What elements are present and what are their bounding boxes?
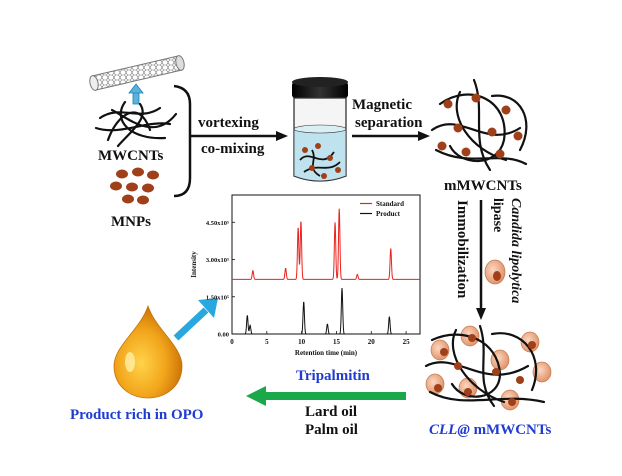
lard-oil-label: Lard oil [305, 404, 357, 420]
magnetic-label: Magnetic [352, 97, 412, 113]
x-tick-label: 25 [403, 338, 411, 346]
mwcnts-label: MWCNTs [98, 148, 163, 164]
vial-icon [292, 77, 348, 182]
immobilization-arrow [476, 200, 486, 320]
plot-frame [231, 194, 421, 335]
y-tick-label: 1.50x10⁵ [206, 294, 229, 301]
x-tick-label: 10 [298, 338, 306, 346]
x-tick-label: 0 [230, 338, 234, 346]
tripalmitin-label: Tripalmitin [296, 368, 371, 384]
zoom-arrow-icon [128, 83, 144, 105]
oil-drop-highlight [125, 352, 135, 372]
lipase-label: lipase [490, 198, 505, 232]
vortexing-arrow [190, 131, 288, 141]
grouping-brace [173, 84, 192, 198]
vortexing-label: vortexing [198, 115, 259, 131]
candida-label: Candida lipolytica [508, 198, 523, 303]
legend-label-product: Product [376, 210, 401, 218]
y-tick-label: 0.00 [218, 332, 229, 339]
y-tick-label: 4.50x10⁵ [206, 220, 229, 227]
x-axis-label: Retention time (min) [295, 349, 358, 357]
chromatogram-chart: 0 5 10 15 20 25 0.00 1.50x10⁵ 3.00x10⁵ 4.50x10⁵ Re… [190, 194, 421, 357]
cll-suffix: mMWCNTs [470, 422, 552, 438]
separation-label: separation [355, 115, 423, 131]
cll-mmwcnts-icon [424, 324, 552, 411]
cll-prefix: CLL@ [429, 422, 470, 438]
series-line-product [232, 288, 420, 335]
palm-oil-label: Palm oil [305, 422, 358, 438]
blue-diagonal-arrow [173, 298, 218, 341]
mnps-label: MNPs [111, 214, 151, 230]
legend-label-standard: Standard [376, 200, 404, 208]
oil-drop-icon [113, 304, 183, 399]
lipase-enzyme-icon [484, 259, 506, 285]
x-tick-label: 5 [265, 338, 269, 346]
y-tick-label: 3.00x10⁵ [206, 257, 229, 264]
magnetic-mwcnts-icon [430, 78, 528, 172]
magnetic-nanoparticles-icon [110, 167, 159, 205]
cll-mmwcnts-label: CLL@ mMWCNTs [429, 422, 552, 438]
carbon-nanotube-icon [89, 55, 185, 91]
immobilization-label: Immobilization [454, 200, 470, 299]
x-tick-label: 20 [368, 338, 376, 346]
x-tick-label: 15 [333, 338, 341, 346]
transesterification-arrow [246, 386, 406, 406]
co-mixing-label: co-mixing [201, 141, 265, 157]
y-axis-label: Intensity [190, 251, 198, 278]
product-label: Product rich in OPO [70, 407, 203, 423]
separation-arrow [352, 131, 430, 141]
mmwcnts-label: mMWCNTs [444, 178, 522, 194]
mwcnt-tangle-icon [94, 100, 178, 148]
series-line-standard [232, 208, 420, 280]
